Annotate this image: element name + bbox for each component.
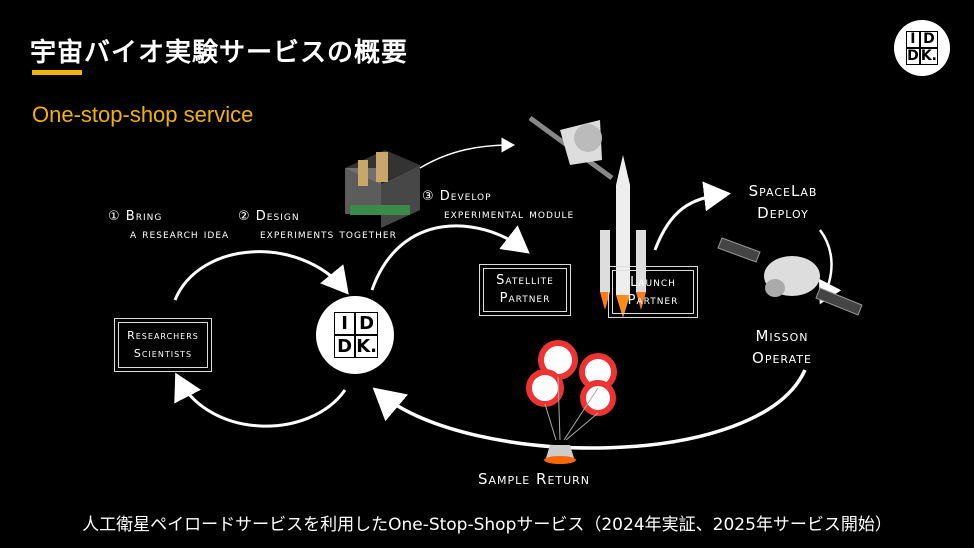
sample-return-label: Sample Return [478,470,591,488]
step-number: ② [238,209,251,224]
logo-letter: K. [919,48,938,65]
mission-label: Misson [755,327,809,345]
parachute-capsule-illustration [526,340,617,464]
scientists-label: Scientists [133,347,193,360]
title-underline [32,70,82,75]
iddk-logo-center: I D D K. [316,296,394,374]
mission-operate-label: Misson Operate [722,325,842,369]
page-title: 宇宙バイオ実験サービスの概要 [30,38,409,68]
satellite-label: Satellite [496,273,554,288]
logo-letter: D [906,48,920,65]
page-subtitle: One-stop-shop service [32,102,254,127]
step-desc: experiments together [260,227,397,242]
step-number: ① [108,209,121,224]
arrow-sample-return [372,369,807,450]
step-bring: ① Bring a research idea [108,208,229,244]
step-desc: experimental module [444,207,575,222]
logo-letter: I [334,312,356,335]
footer-caption: 人工衛星ペイロードサービスを利用したOne-Stop-Shopサービス（2024… [82,515,892,535]
logo-letter: I [906,31,920,48]
rocket-illustration [600,155,646,318]
deploy-label: Deploy [757,204,809,222]
spacelab-deploy-label: SpaceLab Deploy [728,180,838,224]
researchers-label: Researchers [127,329,199,342]
satellite-partner-box: Satellite Partner [479,264,571,316]
step-desc: a research idea [130,227,230,242]
step-title: Develop [439,189,492,204]
experimental-module-illustration [345,150,420,228]
operate-label: Operate [752,349,812,367]
spacelab-label: SpaceLab [748,182,818,200]
arrow-module-to-capsule [419,137,515,169]
researchers-box: Researchers Scientists [114,318,212,372]
arrow-develop [370,224,530,291]
step-title: Bring [125,209,163,224]
logo-letter: D [355,312,378,335]
arrow-launch [653,181,731,251]
partner-label: Partner [499,291,551,306]
spacelab-satellite-illustration [717,237,863,316]
step-develop: ③ Develop experimental module [422,188,574,224]
logo-letter: K. [355,335,378,358]
launch-partner-box: Launch Partner [608,266,698,318]
step-design: ② Design experiments together [238,208,397,244]
arrow-return-researchers [174,372,347,428]
spacecraft-capsule-illustration [528,115,614,181]
iddk-logo-top: I D D K. [894,20,950,76]
step-number: ③ [422,189,435,204]
arrow-bring [173,250,349,301]
logo-letter: D [919,31,938,48]
launch-label: Launch [630,275,676,290]
logo-letter: D [334,335,356,358]
partner-label: Partner [627,293,679,308]
step-title: Design [255,209,300,224]
